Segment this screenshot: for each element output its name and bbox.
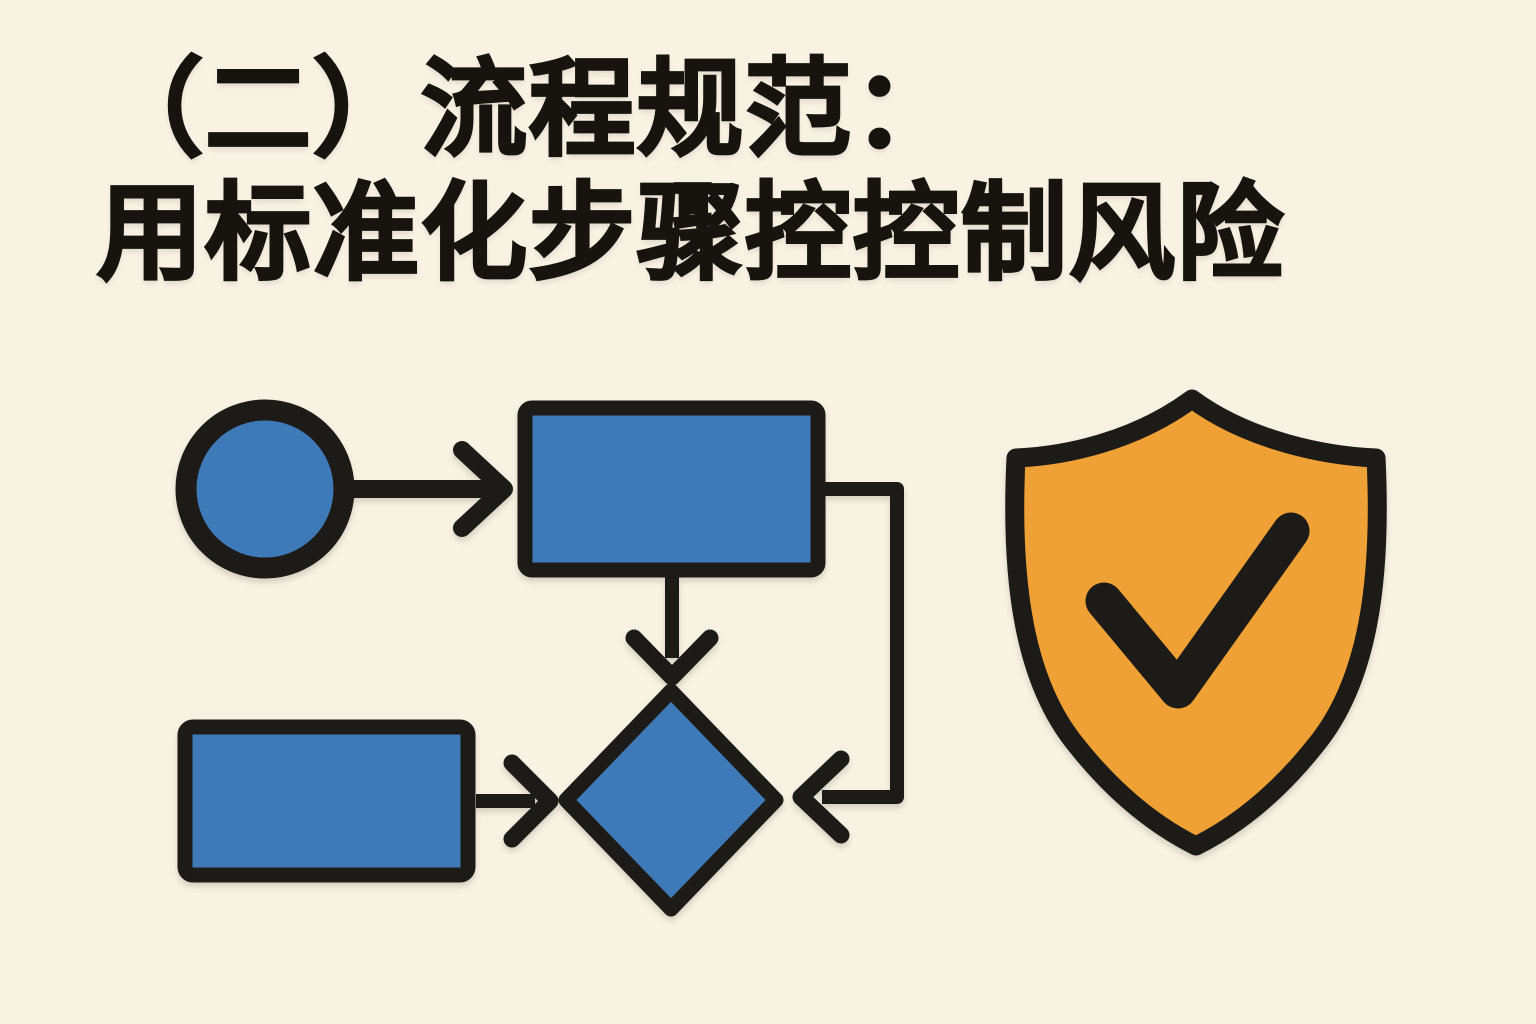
- connector-rect-to-diamond-right: [792, 482, 904, 844]
- checkmark-icon: [1085, 512, 1310, 709]
- process-rectangle-node: [517, 400, 826, 578]
- title-line-2: 用标准化步骤控控制风险: [96, 174, 1285, 295]
- title-line-1: （二）流程规范：: [96, 50, 961, 171]
- arrowhead-right-icon: [503, 754, 559, 848]
- arrowhead-right-icon: [453, 441, 513, 537]
- flowchart-diagram: [175, 399, 904, 917]
- arrowhead-left-icon: [792, 750, 850, 844]
- connector-elbow: [822, 482, 904, 804]
- arrow-circle-to-rect: [343, 441, 513, 537]
- process-rectangle-node-2: [177, 719, 476, 883]
- shield-check-icon: [1005, 389, 1387, 856]
- arrowhead-down-icon: [625, 629, 719, 686]
- shield-shape: [1005, 389, 1387, 856]
- page-title: （二）流程规范： 用标准化步骤控控制风险: [96, 48, 1285, 296]
- arrow-rect2-to-diamond: [476, 754, 559, 848]
- arrow-rect-to-diamond: [625, 577, 719, 686]
- decision-diamond-node: [558, 683, 784, 917]
- start-circle-node: [175, 399, 355, 579]
